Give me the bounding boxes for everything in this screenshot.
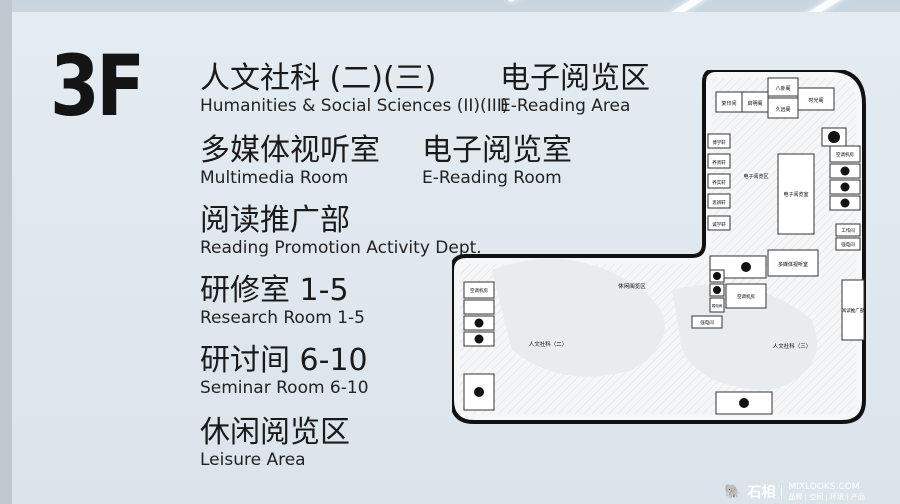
entry-en: Research Room 1-5 (200, 308, 365, 328)
entry-e-reading-room: 电子阅览室 E-Reading Room (422, 133, 572, 189)
restroom-icon (829, 163, 861, 179)
entry-en: Humanities & Social Sciences (II)(III) (200, 96, 509, 116)
room-label: 空调机房 (470, 287, 488, 294)
area-label: 人文社科（三） (773, 342, 812, 350)
room-label: 久远阁 (775, 106, 790, 113)
brand-name: 石相 (747, 485, 776, 501)
room-duomeiti: 多媒体视听室 (767, 249, 819, 277)
room-label: 养实轩 (712, 179, 726, 186)
entry-en: E-Reading Room (422, 168, 562, 188)
room-label: 空调机房 (737, 293, 755, 300)
area-label: 休闲阅览区 (618, 282, 646, 290)
entry-zh: 研讨间 6-10 (200, 343, 368, 378)
elevator-icon (829, 195, 861, 211)
restroom-icon (709, 283, 725, 297)
floor-number: 3F (50, 37, 145, 135)
entry-leisure-area: 休闲阅览区 Leisure Area (200, 415, 350, 471)
directory-sign: 3F 人文社科 (二)(三) Humanities & Social Scien… (12, 12, 900, 504)
floor-plan-map: 复印间 启明阁 八卦阁 久远阁 时光阁 博学轩 养贤轩 (452, 70, 866, 424)
room-kongtiao2: 空调机房 (725, 283, 767, 309)
brand-tagline: 品牌 | 空间 | 环境 | 产品 (788, 493, 865, 501)
room-bagua: 八卦阁 (767, 77, 799, 97)
entry-en: Multimedia Room (200, 168, 349, 188)
wall-edge (0, 0, 12, 504)
room-jingshi: 养贤轩 (707, 153, 731, 169)
room-qimingge: 启明阁 (741, 91, 769, 113)
room-fuyin: 复印间 (715, 91, 743, 113)
area-label: 电子阅览区 (743, 173, 768, 180)
stairs-icon (821, 127, 847, 147)
room-e-reading: 电子阅览室 (777, 153, 815, 235)
entry-zh: 休闲阅览区 (200, 415, 350, 450)
room-ruodian: 弱电间 (709, 297, 725, 313)
area-label: 人文社科（二） (529, 340, 568, 348)
brand-url-block: MIXLOOKS.COM 品牌 | 空间 | 环境 | 产品 (788, 482, 864, 502)
stairs-icon (715, 391, 773, 415)
room-jiaoshi: 思辨轩 (707, 193, 731, 209)
room-label: 时光阁 (808, 97, 823, 104)
entry-en: E-Reading Area (500, 96, 631, 116)
entry-en: Seminar Room 6-10 (200, 378, 369, 398)
room-boxue: 博学轩 (707, 133, 731, 149)
room-label: 工作间 (841, 227, 855, 234)
entry-multimedia-room: 多媒体视听室 Multimedia Room (200, 133, 380, 189)
room-shiguang: 时光阁 (797, 87, 835, 111)
room-label: 电子阅览室 (783, 191, 808, 198)
entry-zh: 多媒体视听室 (200, 133, 380, 168)
entry-zh: 电子阅览区 (500, 61, 650, 96)
restroom-icon (463, 299, 495, 315)
room-label: 思辨轩 (712, 199, 726, 206)
room-label: 强电间 (700, 319, 714, 326)
room-label: 复印间 (721, 100, 736, 107)
room-label: 空调机房 (836, 151, 854, 158)
entry-research-room: 研修室 1-5 Research Room 1-5 (200, 273, 365, 329)
brand-logo: 🐘 石相 MIXLOOKS.COM 品牌 | 空间 | 环境 | 产品 (724, 482, 865, 502)
room-gongzuo: 工作间 (835, 223, 861, 237)
room-label: 强电间 (841, 241, 855, 248)
elephant-icon: 🐘 (724, 484, 742, 500)
room-chengxue: 诚学轩 (707, 215, 731, 231)
entry-en: Reading Promotion Activity Dept. (200, 238, 482, 258)
room-label: 诚学轩 (712, 221, 726, 228)
room-yuedu: 阅读推广部 (841, 279, 865, 341)
room-label: 多媒体视听室 (778, 261, 808, 268)
elevator-icon (463, 331, 495, 347)
restroom-icon (463, 315, 495, 331)
brand-url: MIXLOOKS.COM (788, 482, 860, 492)
entry-zh: 阅读推广部 (200, 203, 350, 238)
room-label: 阅读推广部 (842, 307, 865, 314)
room-label: 八卦阁 (775, 85, 790, 92)
restroom-icon (709, 269, 725, 283)
room-label: 养贤轩 (712, 159, 726, 166)
entry-humanities: 人文社科 (二)(三) Humanities & Social Sciences… (200, 61, 509, 117)
entry-en: Leisure Area (200, 450, 306, 470)
ceiling-light (506, 0, 544, 4)
restroom-icon (829, 179, 861, 195)
room-label: 启明阁 (747, 100, 762, 107)
room-kongtiao3: 空调机房 (463, 281, 495, 299)
room-kongtiao1: 空调机房 (829, 145, 861, 163)
entry-zh: 电子阅览室 (422, 133, 572, 168)
room-jianshi: 养实轩 (707, 173, 731, 189)
entry-reading-promotion: 阅读推广部 Reading Promotion Activity Dept. (200, 203, 482, 259)
entry-zh: 人文社科 (二)(三) (200, 61, 437, 96)
room-qiangdian2: 强电间 (691, 315, 723, 329)
room-label: 博学轩 (712, 139, 726, 146)
room-jiuyuan: 久远阁 (767, 97, 799, 119)
room-label: 弱电间 (712, 303, 723, 308)
entry-zh: 研修室 1-5 (200, 273, 349, 308)
logo-divider (781, 485, 783, 499)
entry-seminar-room: 研讨间 6-10 Seminar Room 6-10 (200, 343, 369, 399)
stairs-icon (463, 373, 495, 411)
entry-e-reading-area: 电子阅览区 E-Reading Area (500, 61, 650, 117)
room-qiangdian: 强电间 (835, 237, 861, 251)
